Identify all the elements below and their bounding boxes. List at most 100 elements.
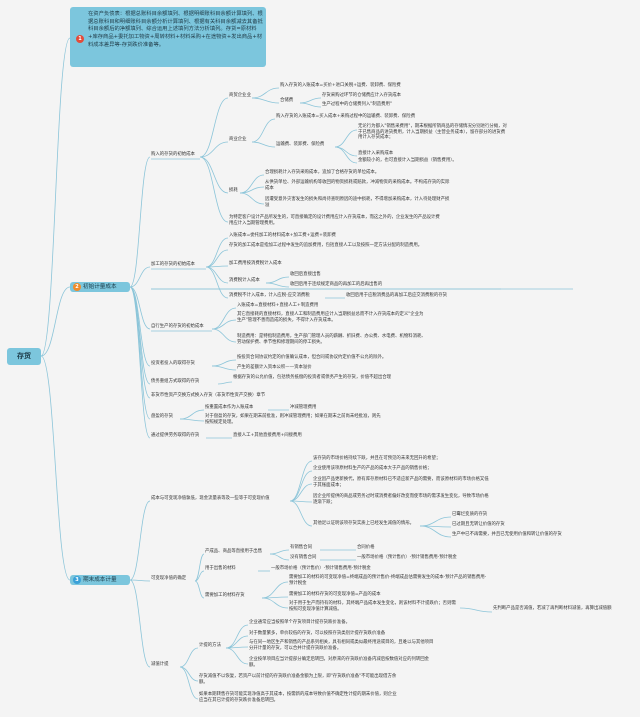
connector	[251, 97, 280, 104]
node-inventory-surplus: 盘盈的存货	[151, 414, 173, 419]
connector	[129, 156, 151, 288]
node-market-price: 一般市场价格（预计售价）-预计销售费用-预计税金	[357, 555, 457, 560]
branch-period-end: 3 期末成本计量	[70, 575, 130, 585]
connector	[261, 597, 289, 609]
connector	[269, 553, 290, 561]
node-reasonable-loss: 合理损耗计入存货采购成本，追加了合格存货的单位成本。	[265, 170, 380, 175]
node-processing-nrv: 需要加工的材料的可变现净值=终端成品的预计售价-终端成品估需要发生的成本-预计产…	[289, 575, 487, 586]
node-continued-processing: 收回后用于连续规定商品的再加工的后再出售的	[290, 282, 383, 287]
connector	[205, 266, 229, 299]
connector	[289, 500, 313, 503]
connector	[211, 359, 237, 367]
connector	[225, 647, 249, 665]
node-product-upgrade: 企业因产品更新换代，原有库存原材料已不适应新产品的需要，而该原材料的市场价格又低…	[313, 477, 489, 488]
node-disaster-loss: 因遭受意外灾害发生的损失和尚待查明原因的途中损耗，不得增加采购成本，计入待处理财…	[265, 197, 450, 208]
node-provision-method: 计提的方法	[199, 643, 221, 648]
node-tax-in-cost: 消费税计入成本	[229, 278, 260, 283]
node-lower-of-cost: 成本与可变现净值孰低，现金流量表等及一些等于可变现价值	[151, 496, 270, 501]
connector	[179, 647, 199, 668]
number-2-icon: 2	[73, 283, 81, 291]
connector	[225, 635, 249, 649]
connector	[211, 319, 237, 330]
node-no-longer-needed: 生产中已不再需要，并且已无使用价值和转让价值的存货	[452, 532, 562, 537]
connector	[289, 460, 313, 502]
connector	[179, 409, 205, 420]
connector	[199, 156, 229, 223]
node-materials-for-sale: 用于出售的材料	[205, 566, 236, 571]
node-debt-restructuring: 债务重组方式取得的存货	[151, 379, 200, 384]
node-trade-enterprise: 商贸企业业	[229, 93, 251, 98]
node-direct-sale: 收回后直接出售	[290, 272, 321, 277]
connector	[194, 570, 205, 582]
connector	[129, 579, 151, 582]
node-self-exclusions: 其它直接耗的直接材料，直接人工和制造费用应计入当期损益总而不计入存货成本的定义"…	[237, 312, 424, 323]
node-investor-contributed: 投资者投入的取得存货	[151, 361, 195, 366]
connector	[239, 192, 265, 205]
node-self-produced: 自行生产的存货的初始成本	[151, 324, 204, 329]
node-expired: 已过期且无转让价值的存货	[452, 522, 505, 527]
node-labor-service: 通过提供劳务取得的存货	[151, 433, 200, 438]
root-to-intro	[40, 37, 71, 357]
node-storage-fee: 合储费	[280, 98, 294, 103]
node-single-item: 企业通常应当按照单个存货项目计提存货跌价准备。	[249, 620, 350, 625]
connector	[199, 141, 229, 158]
connector	[289, 500, 313, 527]
node-storage-purchase: 存货采购过环节的仓储费应计入存货成本	[322, 93, 402, 98]
connector	[205, 266, 229, 284]
root-node: 存货	[7, 348, 41, 365]
connector	[179, 666, 199, 682]
connector	[265, 282, 290, 288]
node-by-category: 对于数量繁多，单价较低的存货，可以按照存货类别计提存货跌价准备	[249, 631, 386, 636]
connector	[199, 156, 229, 194]
connector	[239, 186, 265, 194]
connector	[205, 249, 229, 268]
node-transport-allocation: 无论行为都入"销售采费用"，期末根据所销商品的存储情况分别进行分摊，对于已售商品…	[358, 124, 507, 141]
node-processed-formula: 入账成本=委托加工的材料成本+加工费+运费+装卸费	[229, 233, 336, 238]
connector	[217, 381, 233, 385]
node-reversal: 如果本期转售存货可能实现净值高于其成本，按需新的成本导致价值不确定性计提的期末价…	[199, 692, 397, 703]
connector	[299, 97, 322, 104]
node-materials-processing: 需要加工的材料存货	[205, 593, 245, 598]
connector	[129, 286, 151, 439]
connector	[129, 579, 151, 668]
node-nrv-determination: 可变现净值的确定	[151, 576, 187, 581]
node-tax-not-in-cost: 消费税不计入成本，计入应税-应交消费税	[229, 293, 310, 298]
connector	[299, 102, 322, 108]
node-replacement-cost: 按重置成本作为入账成本	[205, 405, 254, 410]
connector	[251, 141, 276, 148]
node-no-debit-balance: 存货减值不以恢复，若资产以前计提的存货跌价准备金额为上限，即"存货跌价准备"不可…	[199, 674, 397, 685]
node-transport-fees: 运输费、装卸费、保险费	[276, 142, 325, 147]
connector	[129, 266, 151, 288]
connector	[211, 365, 237, 371]
node-trade-formula: 购入存货的入账成本=买价+进口关税+运费、装卸费、保险费	[280, 83, 401, 88]
connector	[289, 483, 313, 502]
node-combined: 与在同一地区生产和销售的产品系列相关，具有相同或类似最终用途或目的，且难以与其他…	[249, 640, 434, 651]
branch-period-end-label: 期末成本计量	[83, 577, 117, 583]
node-processing-cost: 存货的加工成本是指加工过程中发生的追加费用，包括直接人工以及按照一定方法分配的制…	[229, 243, 423, 248]
node-with-contract: 有销售合同	[290, 545, 312, 550]
node-overhead: 制造费用：是特指制造费用，生产部门管理人员的薪酬、折旧费、办公费、水电费、机物料…	[237, 334, 426, 345]
connector	[419, 525, 452, 538]
intro-node: 1 在资产负债表：根据总账科目余额填列、根据明细账科目余额计算填列、根据总账科目…	[70, 7, 266, 67]
node-finished-goods: 产成品、商品等直接用于出售	[205, 549, 263, 554]
connector	[265, 276, 290, 284]
node-purchased-cost: 购入的存货的初始成本	[151, 152, 195, 157]
root-to-initial	[40, 286, 71, 357]
connector	[211, 307, 237, 330]
connector	[211, 328, 237, 343]
connector	[194, 580, 205, 599]
connector	[129, 500, 151, 581]
node-labor-formula: 直接人工+其他直接费用+间接费用	[233, 433, 302, 438]
connector	[179, 666, 199, 700]
node-self-formula: 入账成本=直接材料+直接人工+制造费用	[237, 303, 319, 308]
node-small-amount: 金额较小的，也可直接计入当期损益（销售费用）。	[358, 158, 457, 163]
connector	[199, 97, 229, 158]
node-debt-fair-value: 根据存货的公允价值，包括债务抵偿的投资者或债务产生的存货，价值不超出合理	[233, 375, 392, 380]
connector	[334, 146, 358, 164]
node-contract-price: 合同价格	[357, 545, 375, 550]
node-price-decline: 该存货的市场价格持续下跌，并且在可预见的未来无回升的希望；	[313, 456, 441, 461]
node-processing-nrv-cost: 需要加工的材料存货的可变现净值=产品的成本	[289, 592, 381, 597]
node-reversal-rule: 企业按单项目应当计提部分确定后转回，对原来的存货跌价准备内减后按数值对应的列转回…	[249, 657, 430, 668]
